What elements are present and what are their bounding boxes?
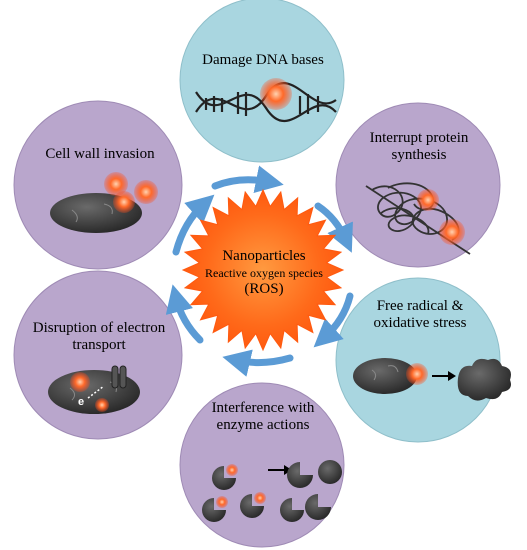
arrow-6 [172,194,215,256]
dna-circle [179,0,345,163]
damaged-cell-icon [457,358,511,401]
label-dna: Damage DNA bases [202,52,324,68]
label-protein: Interrupt protein synthesis [369,130,469,163]
arrow-4 [222,349,294,377]
protein-nanoparticle-1 [417,189,439,211]
electron-symbol: e [78,396,84,408]
electron-arrow [87,385,105,399]
nanoparticle-sun-icon [181,188,345,352]
cellwall-circle [13,100,183,270]
electron-nanoparticle-1 [70,372,90,392]
radical-nanoparticle [406,363,428,385]
cellwall-nanoparticle-3 [134,180,158,204]
arrow-1 [211,165,284,193]
arrow-5 [165,284,204,344]
cellwall-nanoparticle-2 [113,191,135,213]
arrow-3 [313,292,354,348]
enzyme-icon [202,460,342,522]
center-title: Nanoparticles [222,248,306,264]
dna-helix-icon [195,82,337,123]
center-subtitle: Reactive oxygen species [205,266,323,280]
label-radical: Free radical & oxidative stress [373,298,467,331]
label-cellwall: Cell wall invasion [45,146,155,162]
center-abbr: (ROS) [244,281,284,297]
label-enzyme: Interference with enzyme actions [211,400,315,433]
protein-nanoparticle-2 [439,219,465,245]
arrow-2 [314,202,353,253]
cellwall-nanoparticle-1 [104,172,128,196]
label-electron: Disruption of electron transport [32,320,166,353]
electron-nanoparticle-2 [95,398,109,412]
ion-channel-icon [111,365,127,389]
radical-circle [335,277,501,443]
radical-arrowhead [448,371,456,381]
oxidative-cell-icon [353,358,417,394]
dna-nanoparticle [260,78,292,110]
cycle-arrows [165,165,354,377]
